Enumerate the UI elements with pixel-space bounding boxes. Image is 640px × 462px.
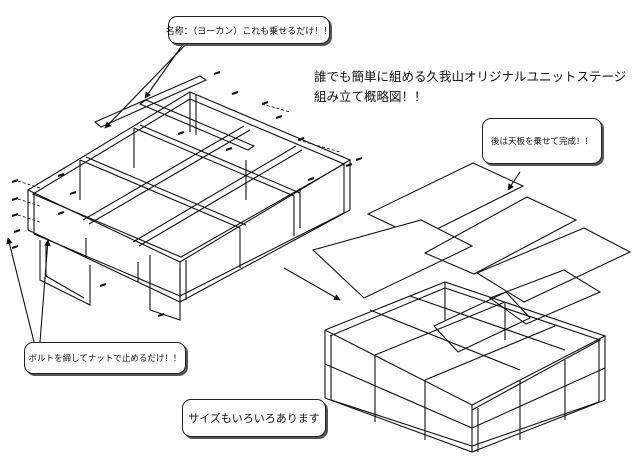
diagram-title-line2: 組み立て概略図！！	[314, 89, 427, 104]
callout-bolt-label: ボルトを締してナットで止めるだけ！！	[24, 342, 186, 374]
diagram-title-line1: 誰でも簡単に組める久我山オリジナルユニットステージ	[314, 69, 627, 84]
callout-top-panel-label: 後は天板を乗せて完成！！	[482, 118, 602, 164]
exploded-frame-drawing	[6, 39, 363, 343]
callout-yokan-text: 名称：（ヨーカン）これも乗せるだけ！！	[165, 26, 333, 37]
assembled-stage-drawing	[283, 162, 632, 453]
callout-yokan-label: 名称：（ヨーカン）これも乗せるだけ！！	[165, 16, 333, 44]
callout-bolt-text: ボルトを締してナットで止めるだけ！！	[28, 354, 182, 364]
callout-top-panel-text: 後は天板を乗せて完成！！	[490, 137, 593, 147]
callout-sizes-label: サイズもいろいろあります	[182, 399, 326, 437]
callout-sizes-text: サイズもいろいろあります	[188, 412, 320, 425]
